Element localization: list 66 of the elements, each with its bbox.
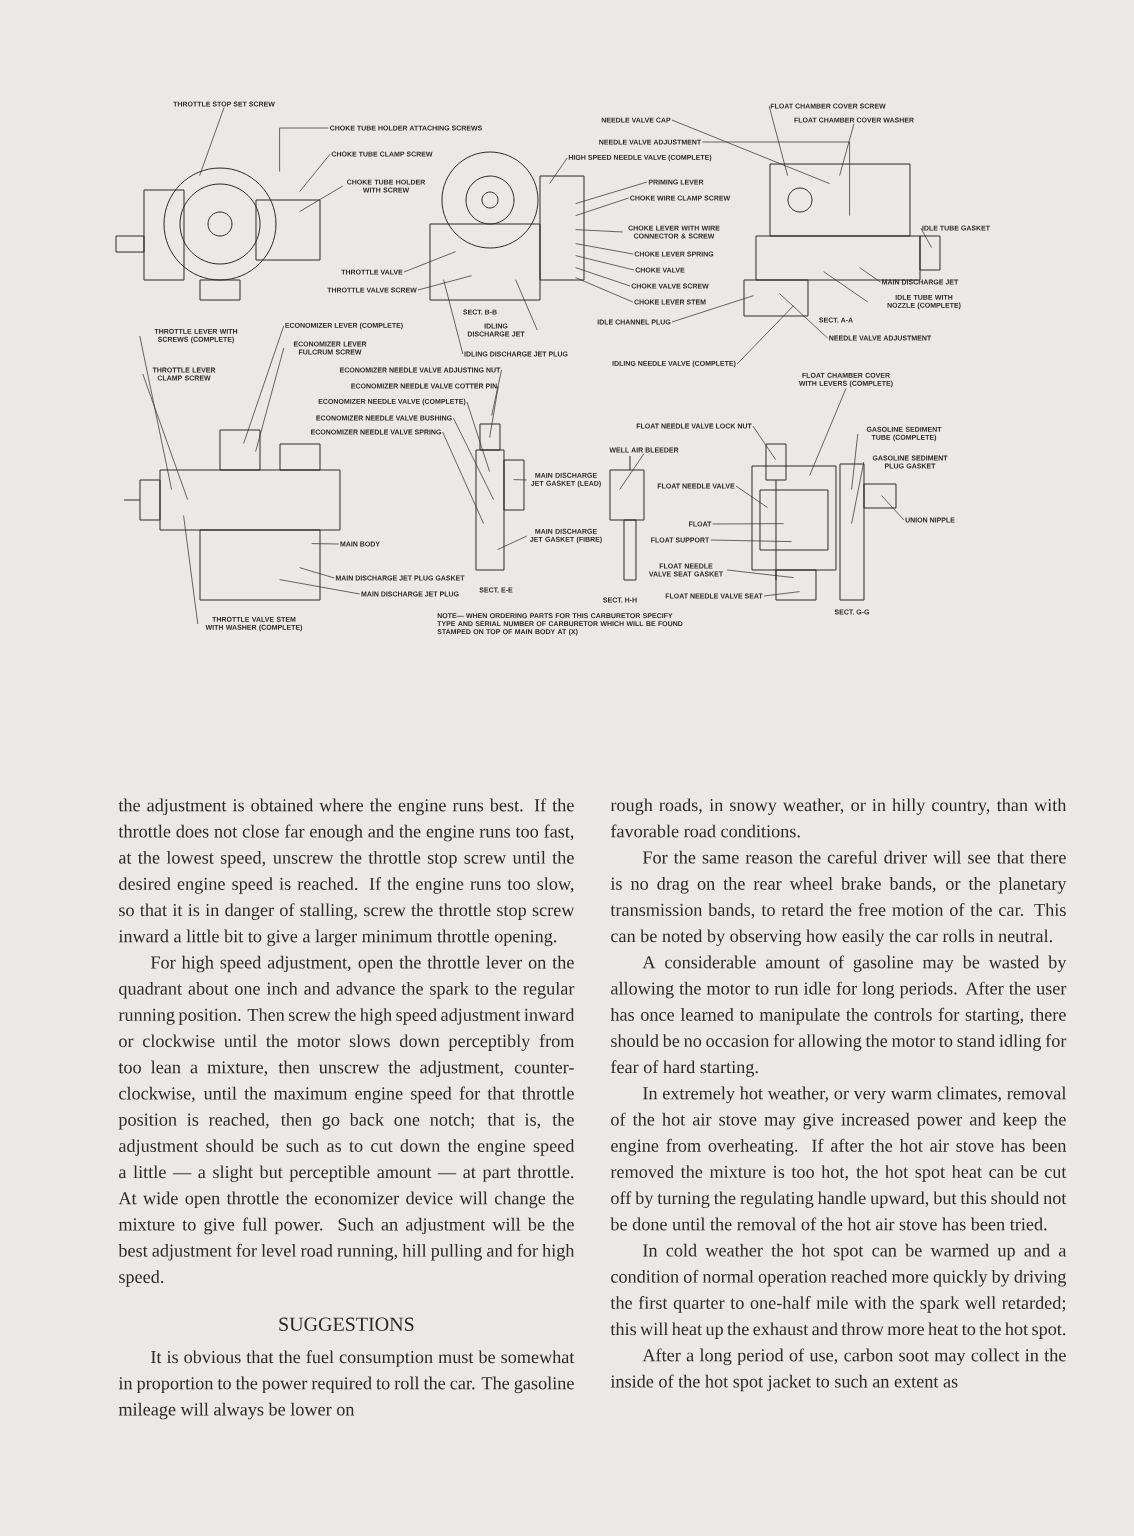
leader-line [881, 495, 905, 521]
leader-line [575, 229, 624, 233]
leader-line [299, 567, 335, 579]
leader-line [671, 295, 754, 323]
leader-line [752, 425, 776, 460]
leader-line [823, 271, 869, 303]
body-paragraph: In cold weather the hot spot can be warmed up and a condition of normal operation reached more quickly by driving the first quarter to one-half mile with the spark well retarded; this will heat up the exhaust and throw more heat to the hot spot. [610, 1243, 1067, 1339]
body-paragraph: For the same reason the careful driver will see that there is no drag on the rear wheel brake bands, or the planetary transmission bands, to retard the free motion of the car. This can be noted by observing how easily the car rolls in neutral. [610, 850, 1067, 946]
leader-line [710, 539, 792, 542]
leader-line [243, 325, 285, 444]
leader-line [851, 433, 859, 490]
body-paragraph: rough roads, in snowy weather, or in hilly country, than with favorable road conditions. [610, 798, 1067, 838]
leader-line [575, 197, 629, 216]
leader-line [279, 579, 361, 595]
leader-line [702, 141, 850, 216]
leader-line [575, 243, 634, 255]
leader-line [489, 385, 499, 438]
leader-line [142, 373, 188, 500]
leader-line [839, 123, 855, 176]
leader-line [859, 267, 881, 283]
leader-line [497, 535, 528, 550]
leader-line [452, 417, 494, 500]
leader-line [311, 543, 340, 545]
leader-line [442, 431, 484, 524]
leader-line [920, 227, 932, 248]
leader-line [443, 279, 464, 355]
body-paragraph: the adjustment is obtained where the engine runs best. If the throttle does not close far enough and the engine runs too fast, at the lowest speed, unscrew the throttle stop screw until the desired engine speed is reached. If the engine runs too slow, so that it is in danger of stalling, screw the throttle stop screw inward a little bit to give a larger minimum throttle opening. [118, 798, 575, 947]
section-heading: SUGGESTIONS [279, 1317, 414, 1331]
leader-line [299, 153, 331, 192]
leader-line [768, 105, 788, 176]
leader-line [513, 479, 528, 481]
leader-line [183, 515, 199, 625]
leader-line [403, 251, 456, 273]
body-paragraph: After a long period of use, carbon soot may collect in the inside of the hot spot jacket to such an extent as [610, 1348, 1066, 1392]
leader-line [735, 485, 768, 508]
throttle-side-view-drawing [115, 167, 321, 301]
leader-line [619, 453, 645, 490]
leader-line [736, 305, 794, 365]
body-paragraph: In extremely hot weather, or very warm climates, removal of the hot air stove may give increased power and keep the engine from overheating. If after the hot air stove has been removed the mixture is too hot, the hot spot heat can be cut off by turning the regulating handle upward, but this should not be done until the removal of the hot air stove has been tried. [610, 1086, 1067, 1231]
leader-line [851, 461, 865, 524]
leader-line [549, 157, 568, 184]
leader-line [809, 388, 847, 476]
leader-line [255, 347, 285, 452]
leader-line [763, 591, 800, 597]
leader-line [671, 119, 830, 184]
choke-side-view-drawing [429, 151, 585, 301]
leader-line [279, 127, 329, 172]
leader-line [575, 181, 648, 204]
leader-line [299, 185, 344, 212]
leader-line [417, 275, 472, 291]
leader-line [515, 279, 538, 331]
leader-line [726, 569, 794, 578]
body-paragraph: For high speed adjustment, open the throttle lever on the quadrant about one inch and advance the spark to the regular running position. Then screw the high speed adjustment inward or clockwise until the motor slows down perceptibly from too lean a mixture, then unscrew the adjustment, counter-clockwise, until the maximum engine speed for that throttle position is reached, then go back one notch; that is, the adjustment should be such as to cut down the engine speed a little — a slight but perceptible amount — at part throttle. At wide open throttle the economizer device will change the mixture to give full power. Such an adjustment will be the best adjustment for level road running, hill pulling and for high speed. [118, 955, 575, 1287]
body-paragraph: It is obvious that the fuel consumption must be somewhat in proportion to the power required to roll the car. The gasoline mileage will always be lower on [118, 1350, 575, 1420]
economizer-section-drawing [475, 423, 525, 571]
body-paragraph: A considerable amount of gasoline may be wasted by allowing the motor to run idle for long periods. After the user has once learned to manipulate the controls for starting, there should be no occasion for allowing the motor to stand idling for fear of hard starting. [610, 955, 1067, 1077]
leader-line [779, 293, 828, 339]
leader-line [491, 369, 502, 416]
leader-line [712, 523, 784, 525]
leader-line [199, 107, 225, 176]
leader-line [139, 335, 172, 490]
air-bleeder-section-drawing [609, 455, 645, 581]
leader-line [575, 255, 635, 271]
leader-line [466, 401, 490, 472]
leader-line [575, 277, 634, 303]
leader-line [575, 267, 631, 287]
